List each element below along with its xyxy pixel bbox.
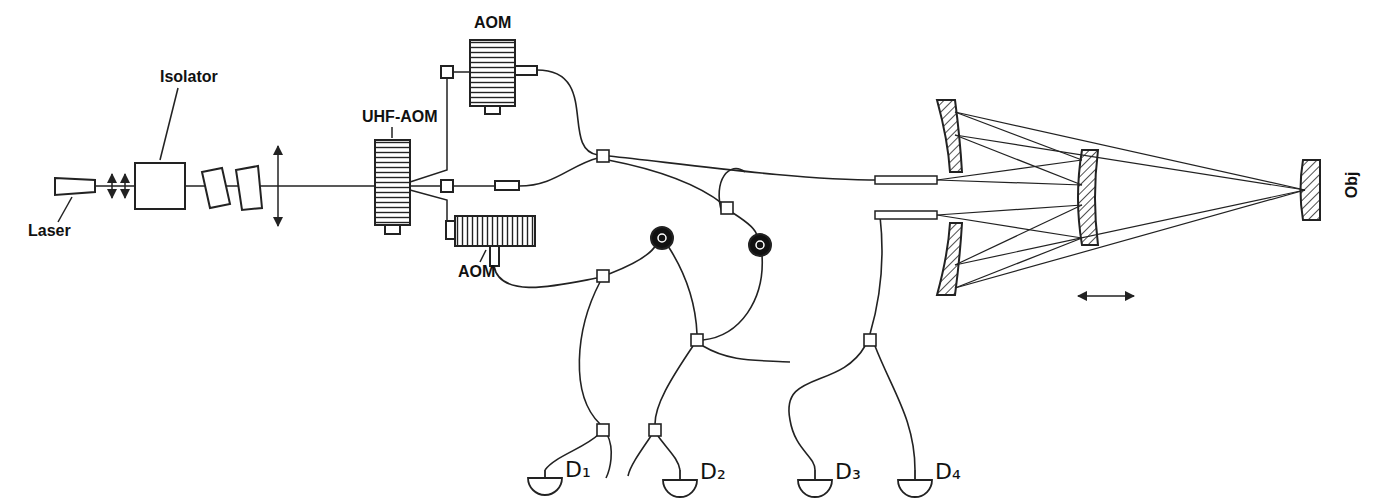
light-ray <box>937 112 1305 288</box>
lens <box>124 174 126 198</box>
target-object <box>1301 160 1321 220</box>
label-holder: Obj <box>1343 171 1361 198</box>
fiber-coil <box>651 227 673 249</box>
label-holder: AOM <box>458 263 495 281</box>
secondary-mirror <box>1078 150 1098 245</box>
part-label: Laser <box>28 222 71 240</box>
label-holder: Laser <box>28 222 71 240</box>
part-label: AOM <box>458 263 495 281</box>
label-holder: D₃ <box>835 460 861 484</box>
lens <box>111 174 113 198</box>
laser-beam <box>410 72 470 182</box>
aom-crystal <box>470 40 515 106</box>
aom-crystal <box>455 216 535 246</box>
part-label: AOM <box>474 14 511 32</box>
part-label: Obj <box>1343 171 1361 198</box>
fiber-coil <box>749 234 771 256</box>
label-holder: D₁ <box>565 458 591 482</box>
label-holder: D₂ <box>700 460 726 484</box>
laser-beam <box>447 185 495 187</box>
leader-line <box>160 88 178 160</box>
detector-label: D₂ <box>700 460 726 484</box>
prism <box>236 166 262 210</box>
fiber-coupler <box>597 150 876 436</box>
fiber-coupler <box>515 66 537 75</box>
isolator-box <box>135 163 185 209</box>
prism <box>202 168 230 208</box>
label-holder: UHF-AOM <box>362 108 438 126</box>
detector-label: D₁ <box>565 458 591 482</box>
beam-splitter <box>441 66 453 78</box>
translation-arrow <box>1078 295 1134 297</box>
detector-label: D₄ <box>935 460 961 484</box>
label-holder: AOM <box>474 14 511 32</box>
part-label: Isolator <box>160 68 218 86</box>
aom-mount <box>485 106 500 114</box>
lens <box>277 146 279 226</box>
laser-head <box>55 178 95 195</box>
aom-mount <box>385 225 400 234</box>
label-holder: D₄ <box>935 460 961 484</box>
uhf-aom-crystal <box>375 140 410 225</box>
leader-line <box>391 127 393 138</box>
aom-mount <box>446 221 455 239</box>
detector-label: D₃ <box>835 460 861 484</box>
fiber-coil <box>658 234 666 242</box>
label-holder: Isolator <box>160 68 218 86</box>
beam-splitter <box>441 180 453 192</box>
primary-mirror <box>937 100 962 172</box>
fiber-ferrule <box>875 176 937 184</box>
optical-fiber <box>494 70 915 478</box>
leader-line <box>480 250 486 262</box>
fiber-coil <box>756 241 764 249</box>
fiber-coupler <box>495 181 519 190</box>
primary-mirror <box>937 223 962 295</box>
part-label: UHF-AOM <box>362 108 438 126</box>
fiber-ferrule <box>875 211 937 219</box>
leader-line <box>58 197 72 222</box>
